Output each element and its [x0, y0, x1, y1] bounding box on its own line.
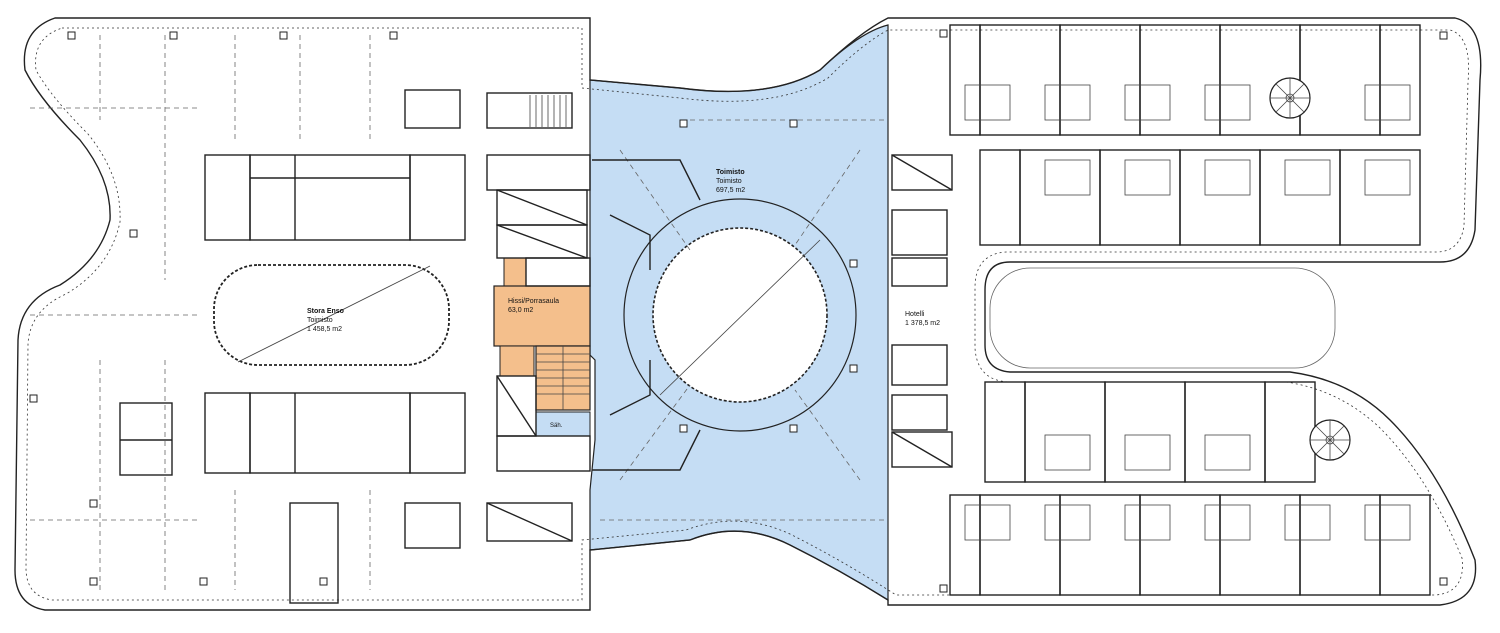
label-toimisto: Toimisto Toimisto 697,5 m2: [716, 169, 745, 194]
left-wing-rooms-bottom: [119, 392, 466, 604]
toimisto-use: Toimisto: [716, 178, 742, 185]
core-zone-main: [493, 285, 591, 347]
office-radial-lines: [600, 119, 888, 521]
building-outline: [14, 17, 1482, 611]
courtyard-void: [652, 227, 828, 403]
sah-room: [535, 411, 591, 437]
perimeter-columns: [29, 29, 1448, 593]
label-hotelli: Hotelli 1 378,5 m2: [905, 311, 940, 327]
label-hissi: Hissi/Porrasaula 63,0 m2: [508, 298, 559, 314]
central-core: [486, 92, 591, 542]
hotel-rooms-lower: [949, 381, 1431, 596]
void-diagonal: [659, 239, 821, 396]
hotel-rooms-upper: [949, 24, 1421, 246]
stora-enso-room: [213, 264, 450, 366]
hotelli-area: 1 378,5 m2: [905, 320, 940, 327]
hotel-courtyard: [989, 267, 1336, 369]
core-zone-left: [499, 345, 535, 377]
building-outline-inner: [25, 27, 1469, 601]
core-stair-top: [529, 95, 567, 127]
toimisto-title: Toimisto: [716, 169, 745, 176]
hissi-title: Hissi/Porrasaula: [508, 298, 559, 305]
office-partitions: [592, 159, 701, 471]
hissi-area: 63,0 m2: [508, 307, 533, 314]
toimisto-area: 697,5 m2: [716, 187, 745, 194]
hotel-core: [891, 154, 953, 468]
core-stair-treads: [536, 346, 590, 410]
spiral-stair-bottom: [1309, 419, 1351, 461]
hotel-bathrooms: [964, 84, 1411, 541]
stora-enso-title: Stora Enso: [307, 308, 344, 315]
left-wing-grid: [30, 35, 371, 590]
left-wing-rooms-top: [204, 89, 466, 241]
spiral-stair-top: [1269, 77, 1311, 119]
stora-enso-use: Toimisto: [307, 317, 333, 324]
label-stora-enso: Stora Enso Toimisto 1 458,5 m2: [307, 308, 344, 333]
stora-enso-area: 1 458,5 m2: [307, 326, 342, 333]
sah-label: Säh.: [550, 423, 563, 429]
hotelli-title: Hotelli: [905, 311, 925, 318]
core-zone-top: [503, 257, 527, 287]
stora-enso-diagonal: [237, 265, 431, 363]
